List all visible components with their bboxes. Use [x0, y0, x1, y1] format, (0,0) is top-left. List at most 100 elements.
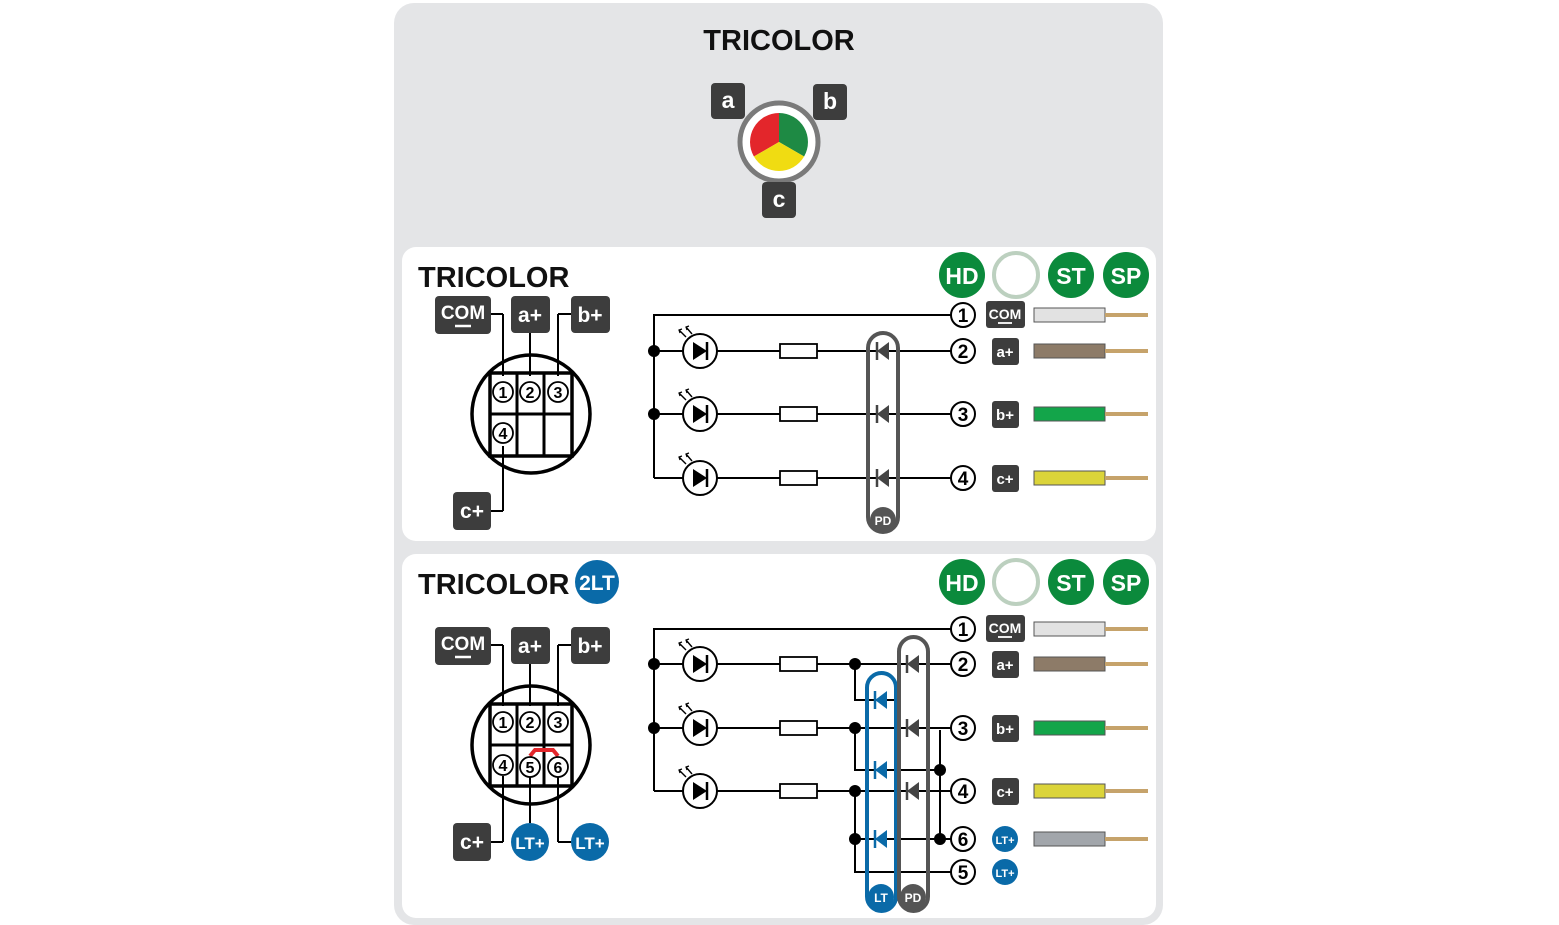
lt-protection-loop	[865, 671, 898, 913]
connector-pinout	[470, 313, 592, 512]
svg-text:LT+: LT+	[995, 835, 1014, 847]
svg-text:4: 4	[958, 469, 969, 490]
com-label-2: COM	[435, 627, 491, 665]
svg-text:6: 6	[554, 760, 563, 777]
svg-text:3: 3	[554, 385, 563, 402]
connector-pin-numbers-2: 1 2 3 4 5 6	[492, 711, 569, 778]
hd-badge: HD	[939, 252, 985, 298]
2lt-badge: 2LT	[575, 560, 619, 604]
c-plus-label-2: c+	[453, 823, 491, 861]
empty-badge	[992, 251, 1040, 299]
sp-badge-2: SP	[1103, 559, 1149, 605]
tricolor-led-icon	[737, 100, 821, 184]
pin-2-row: 2 a+	[950, 338, 1148, 365]
svg-text:a: a	[722, 87, 735, 113]
svg-text:ST: ST	[1056, 263, 1085, 289]
lt-badge: LT	[868, 884, 894, 910]
svg-text:b+: b+	[577, 304, 602, 327]
svg-text:c+: c+	[460, 500, 484, 523]
svg-text:4: 4	[958, 782, 969, 803]
c-plus-label: c+	[453, 492, 491, 530]
pd-badge-2: PD	[900, 884, 926, 910]
svg-text:COM: COM	[441, 634, 485, 655]
svg-text:COM: COM	[441, 303, 485, 324]
svg-text:2: 2	[526, 385, 535, 402]
svg-text:COM: COM	[989, 620, 1022, 636]
svg-text:SP: SP	[1111, 570, 1142, 596]
svg-text:c+: c+	[996, 784, 1013, 801]
pd-badge: PD	[870, 507, 896, 533]
connector-pin-numbers: 1 2 3 4	[492, 381, 569, 444]
svg-text:c+: c+	[996, 471, 1013, 488]
pin-4-row: 4 c+	[950, 465, 1148, 492]
sp-badge: SP	[1103, 252, 1149, 298]
junction-dots-2	[648, 658, 946, 845]
svg-text:3: 3	[958, 405, 969, 426]
svg-text:2: 2	[526, 715, 535, 732]
pd-protection-loop-2	[897, 635, 930, 913]
b-plus-label: b+	[571, 296, 610, 333]
svg-text:4: 4	[499, 758, 508, 775]
st-badge-2: ST	[1048, 559, 1094, 605]
panel2-title: TRICOLOR	[418, 569, 569, 601]
b-plus-label-2: b+	[571, 627, 610, 664]
svg-text:LT+: LT+	[995, 868, 1014, 880]
label-c-badge: c	[762, 182, 796, 218]
top-title: TRICOLOR	[703, 25, 854, 57]
svg-text:3: 3	[958, 719, 969, 740]
svg-text:HD: HD	[945, 263, 978, 289]
svg-text:b: b	[823, 88, 837, 114]
pin-2-row-2: 2 a+	[950, 651, 1148, 678]
junction-dots	[648, 345, 660, 420]
svg-text:3: 3	[554, 715, 563, 732]
lt-plus-label-1: LT+	[511, 823, 549, 861]
svg-text:LT+: LT+	[515, 834, 545, 853]
svg-text:b+: b+	[996, 407, 1014, 424]
a-plus-label: a+	[511, 296, 550, 333]
pin-4-row-2: 4 c+	[950, 778, 1148, 805]
svg-text:1: 1	[958, 620, 969, 641]
a-plus-label-2: a+	[511, 627, 550, 664]
label-b-badge: b	[813, 84, 847, 120]
jumper-5-6	[528, 748, 560, 758]
lt-plus-label-2: LT+	[571, 823, 609, 861]
svg-text:b+: b+	[577, 635, 602, 658]
svg-text:LT+: LT+	[575, 834, 605, 853]
svg-text:4: 4	[499, 426, 508, 443]
svg-text:PD: PD	[875, 514, 892, 528]
svg-text:COM: COM	[989, 306, 1022, 322]
pin-6-row-2: 6 LT+	[950, 826, 1148, 852]
svg-text:PD: PD	[905, 891, 922, 905]
svg-text:SP: SP	[1111, 263, 1142, 289]
panel1-title: TRICOLOR	[418, 262, 569, 294]
svg-text:LT: LT	[874, 891, 888, 905]
svg-text:a+: a+	[518, 635, 542, 658]
pin-1-row-2: 1 COM	[950, 615, 1148, 642]
svg-text:1: 1	[499, 385, 508, 402]
svg-text:HD: HD	[945, 570, 978, 596]
st-badge: ST	[1048, 252, 1094, 298]
svg-text:b+: b+	[996, 721, 1014, 738]
svg-text:6: 6	[958, 830, 969, 851]
svg-text:ST: ST	[1056, 570, 1085, 596]
pin-3-row-2: 3 b+	[950, 715, 1148, 742]
svg-text:2: 2	[958, 342, 969, 363]
pin-1-row: 1 COM	[950, 301, 1148, 328]
svg-text:2: 2	[958, 655, 969, 676]
svg-text:1: 1	[499, 715, 508, 732]
panel-tricolor-2lt	[402, 554, 1156, 918]
svg-text:5: 5	[526, 760, 535, 777]
com-label: COM	[435, 296, 491, 334]
pin-3-row: 3 b+	[950, 401, 1148, 428]
svg-text:c: c	[773, 186, 786, 212]
svg-text:a+: a+	[518, 304, 542, 327]
empty-badge-2	[992, 558, 1040, 606]
label-a-badge: a	[711, 83, 745, 119]
resistors	[779, 343, 818, 486]
svg-text:a+: a+	[996, 344, 1013, 361]
svg-text:a+: a+	[996, 657, 1013, 674]
pin-5-row-2: 5 LT+	[950, 859, 1018, 885]
svg-text:c+: c+	[460, 831, 484, 854]
svg-text:1: 1	[958, 306, 969, 327]
